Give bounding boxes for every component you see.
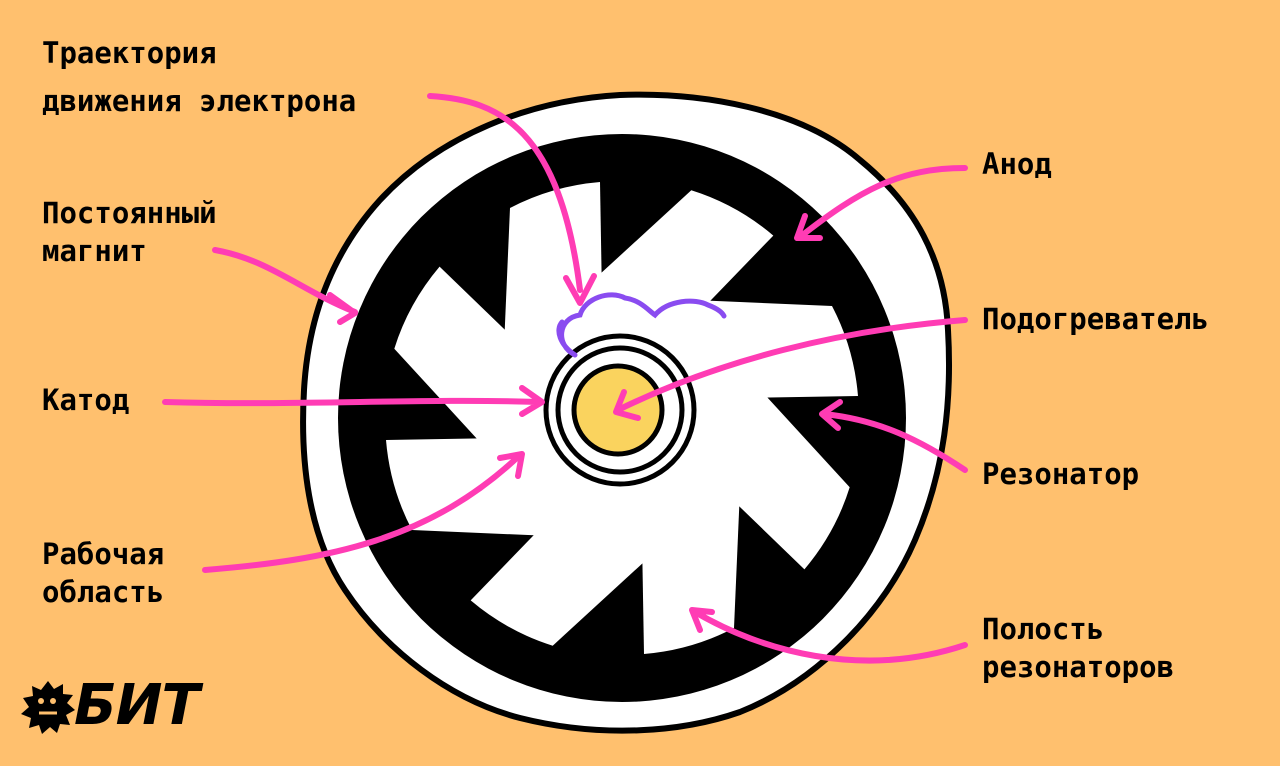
- label-resonator: Резонатор: [982, 457, 1140, 491]
- arrow-cathode: [162, 385, 545, 417]
- logo-mascot-icon: [21, 681, 75, 734]
- arrow-resonator: [819, 399, 968, 473]
- resonator-cavities: [386, 182, 858, 654]
- label-magnet: Постоянный магнит: [42, 196, 217, 268]
- label-anode: Анод: [982, 147, 1052, 181]
- label-heater: Подогреватель: [982, 302, 1209, 336]
- arrow-anode: [794, 165, 968, 241]
- electron-trajectory: [556, 292, 727, 358]
- arrow-work-area: [202, 451, 525, 573]
- label-cavity: Полость резонаторов: [982, 612, 1175, 684]
- arrow-cavity: [689, 607, 968, 664]
- label-trajectory: Траектория движения электрона: [42, 36, 357, 118]
- arrow-magnet: [212, 247, 358, 325]
- arrow-heater: [613, 317, 968, 421]
- label-cathode: Катод: [42, 383, 130, 417]
- logo-text: БИТ: [74, 673, 200, 738]
- arrow-trajectory: [427, 93, 597, 306]
- arrows: [162, 93, 968, 664]
- label-work-area: Рабочая область: [42, 537, 165, 609]
